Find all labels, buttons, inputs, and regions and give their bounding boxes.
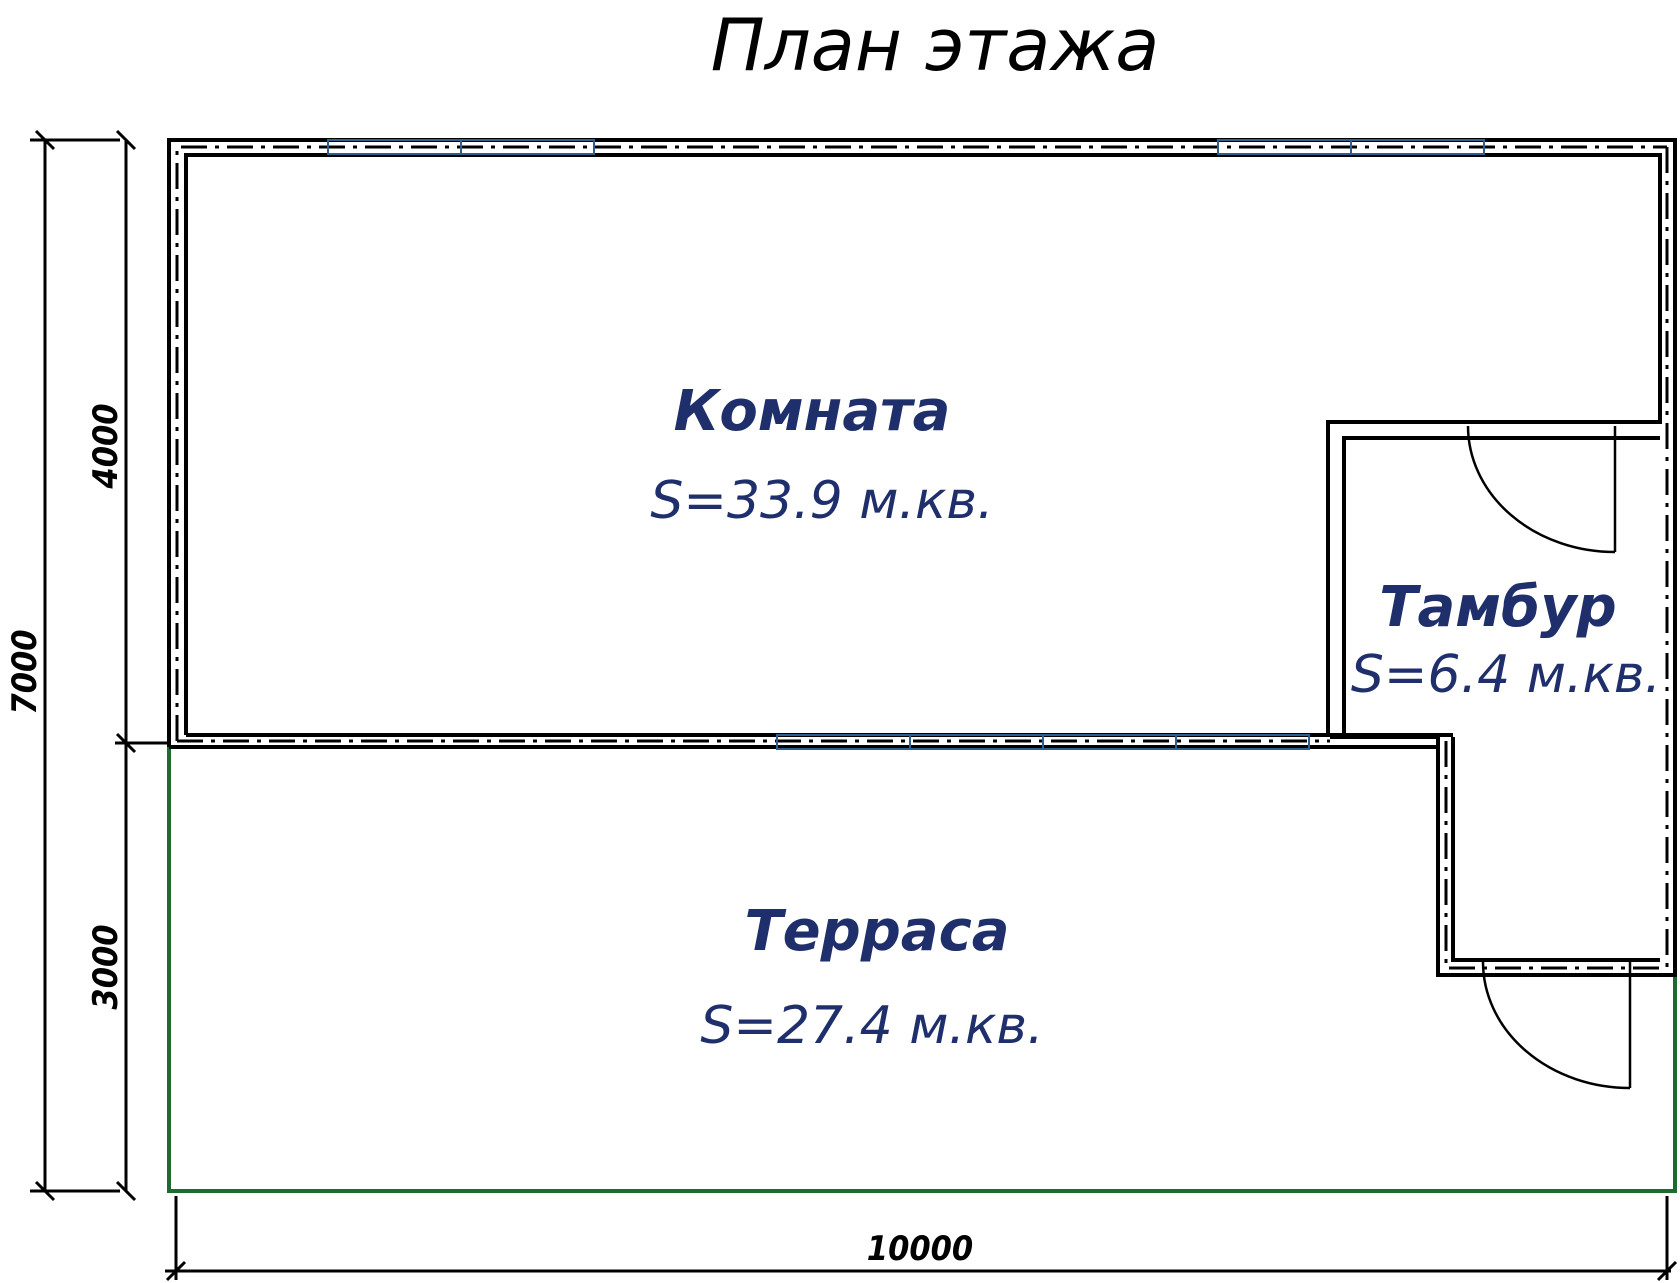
window-top-right bbox=[1217, 139, 1485, 155]
dimension-total-height-label: 7000 bbox=[5, 629, 45, 714]
svg-text:Терраса: Терраса bbox=[744, 899, 1009, 964]
vestibule-walls bbox=[1326, 420, 1667, 970]
svg-text:Комната: Комната bbox=[674, 379, 951, 444]
svg-text:S=33.9 м.кв.: S=33.9 м.кв. bbox=[650, 471, 993, 531]
dimension-upper-height-label: 4000 bbox=[86, 403, 126, 489]
door-terrace bbox=[1481, 961, 1632, 1090]
room-label-vestibule: Тамбур S=6.4 м.кв. bbox=[1351, 575, 1661, 705]
plan-title: План этажа bbox=[711, 3, 1160, 87]
svg-text:S=27.4 м.кв.: S=27.4 м.кв. bbox=[700, 996, 1043, 1056]
dimension-total-width-label: 10000 bbox=[867, 1229, 973, 1269]
door-vestibule bbox=[1466, 425, 1617, 554]
window-top-left bbox=[327, 139, 595, 155]
room-label-terrace: Терраса S=27.4 м.кв. bbox=[700, 899, 1043, 1056]
dimension-lower-height: 3000 bbox=[86, 924, 126, 1009]
terrace-outline bbox=[167, 747, 1677, 1193]
dimension-upper-height: 4000 bbox=[86, 129, 169, 1202]
window-middle bbox=[776, 734, 1310, 750]
svg-text:S=6.4 м.кв.: S=6.4 м.кв. bbox=[1351, 645, 1661, 705]
room-label-room: Комната S=33.9 м.кв. bbox=[650, 379, 993, 531]
dimension-lower-height-label: 3000 bbox=[86, 924, 126, 1009]
dimension-total-height: 7000 bbox=[5, 129, 120, 1202]
svg-text:Тамбур: Тамбур bbox=[1379, 575, 1616, 640]
room-walls bbox=[167, 138, 1677, 977]
dimension-total-width: 10000 bbox=[165, 1196, 1678, 1282]
windows bbox=[327, 139, 1485, 750]
